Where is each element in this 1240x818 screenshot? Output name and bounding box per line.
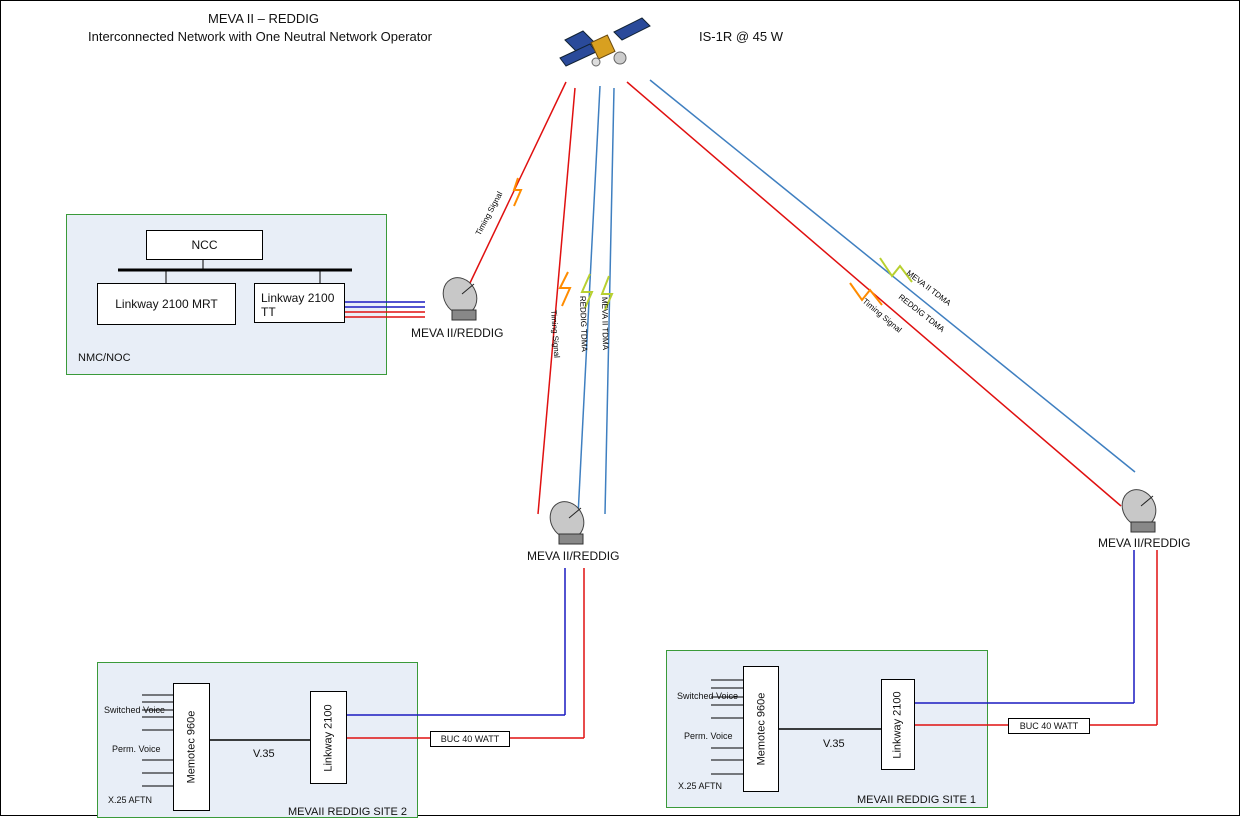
signal-markers <box>512 177 913 311</box>
site1-linkway-box: Linkway 2100 <box>881 679 915 770</box>
site1-antenna-label: MEVA II/REDDIG <box>1098 536 1191 550</box>
site1-memotec-box: Memotec 960e <box>743 666 779 792</box>
dish-antenna-icon <box>442 277 1157 545</box>
site2-wiring <box>142 568 585 787</box>
satellite-icon <box>559 17 651 67</box>
site1-region-label: MEVAII REDDIG SITE 1 <box>857 794 976 806</box>
site1-x25-label: X.25 AFTN <box>678 781 723 791</box>
diagram-title: MEVA II – REDDIG <box>208 11 320 26</box>
site1-switched-voice-label: Switched Voice <box>677 691 739 701</box>
site2-switched-voice-label: Switched Voice <box>104 705 166 715</box>
site1-linkway-label: Linkway 2100 <box>892 690 904 759</box>
nmc-antenna-label: MEVA II/REDDIG <box>411 326 504 340</box>
linkway-mrt-box: Linkway 2100 MRT <box>97 283 236 325</box>
link-label-timing-site2: Timing Signal <box>549 310 561 359</box>
site2-x25-label: X.25 AFTN <box>108 795 153 805</box>
linkway-tt-box: Linkway 2100 TT <box>254 283 345 323</box>
site1-wiring <box>711 550 1158 775</box>
link-label-meva-tdma-site2: MEVA II TDMA <box>600 297 610 351</box>
site1-perm-voice-label: Perm. Voice <box>684 731 733 741</box>
link-label-reddig-tdma-site2: REDDIG TDMA <box>578 296 589 353</box>
link-label-timing-site1: Timing Signal <box>861 297 904 335</box>
site2-linkway-box: Linkway 2100 <box>310 691 347 784</box>
site2-memotec-label: Memotec 960e <box>185 710 198 784</box>
ncc-box: NCC <box>146 230 263 260</box>
satellite-links <box>469 79 1136 517</box>
site2-antenna-label: MEVA II/REDDIG <box>527 549 620 563</box>
site1-buc-box: BUC 40 WATT <box>1008 718 1090 734</box>
satellite-label: IS-1R @ 45 W <box>699 29 783 44</box>
nmc-noc-label: NMC/NOC <box>78 352 131 364</box>
link-label-timing-nmc: Timing Signal <box>474 190 505 237</box>
site2-linkway-label: Linkway 2100 <box>322 703 335 772</box>
site1-v35-label: V.35 <box>823 738 845 750</box>
site2-region-label: MEVAII REDDIG SITE 2 <box>288 806 407 818</box>
site2-v35-label: V.35 <box>253 748 275 760</box>
site2-buc-box: BUC 40 WATT <box>430 731 510 747</box>
diagram-subtitle: Interconnected Network with One Neutral … <box>88 29 432 44</box>
nmc-bus <box>118 258 425 318</box>
site2-memotec-box: Memotec 960e <box>173 683 210 811</box>
site2-perm-voice-label: Perm. Voice <box>112 744 161 754</box>
site1-memotec-label: Memotec 960e <box>755 692 768 766</box>
